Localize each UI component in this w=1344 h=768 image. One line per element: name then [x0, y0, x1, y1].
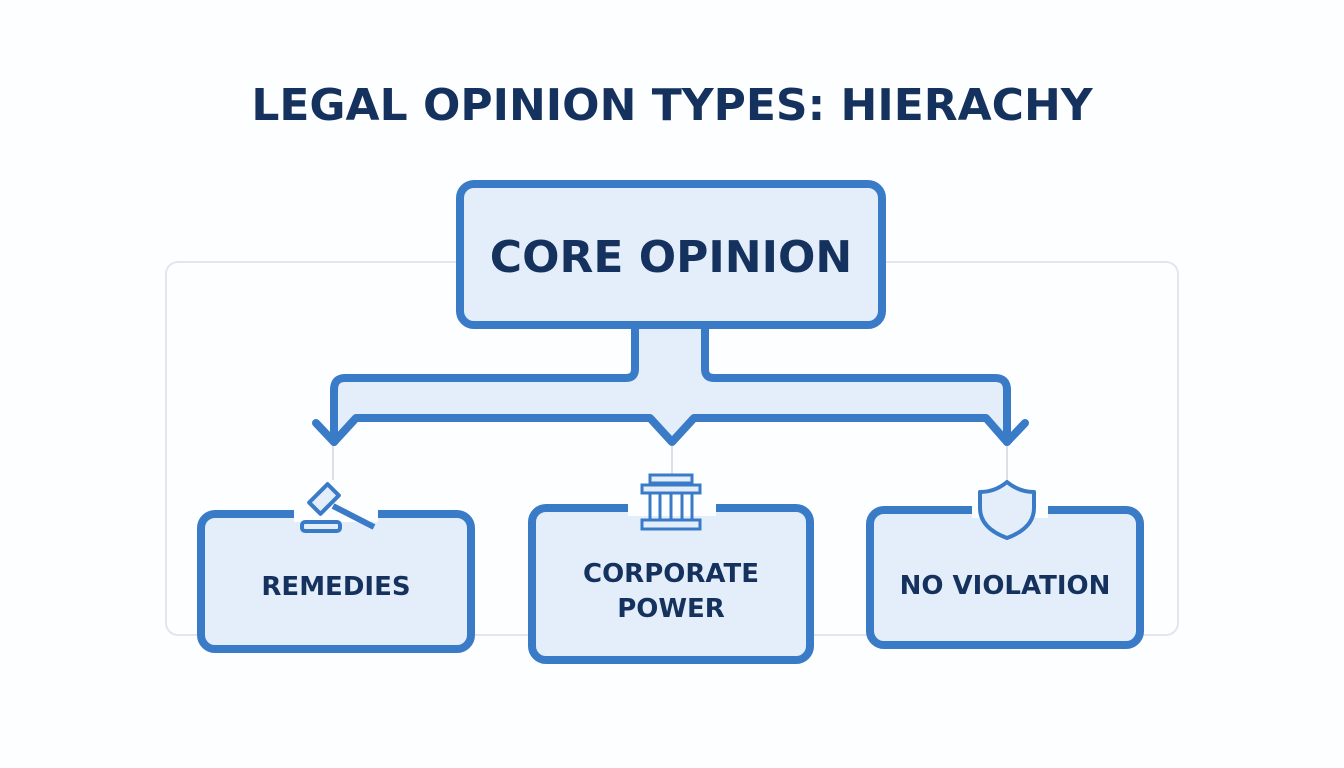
child-node-remedies: REMEDIES	[197, 506, 475, 653]
gavel-icon	[300, 482, 376, 533]
child-label: NO VIOLATION	[900, 571, 1111, 601]
courthouse-columns-icon	[640, 473, 702, 531]
shield-icon	[978, 480, 1036, 540]
child-label-line-2: POWER	[617, 594, 725, 624]
child-label-line-1: CORPORATE	[583, 559, 759, 589]
root-label: CORE OPINION	[490, 232, 852, 283]
child-label: REMEDIES	[261, 572, 410, 602]
branch-connector	[312, 325, 1029, 446]
diagram-title: LEGAL OPINION TYPES: HIERACHY	[251, 80, 1093, 131]
root-node: CORE OPINION	[456, 180, 886, 329]
tie-lines	[332, 446, 1008, 482]
